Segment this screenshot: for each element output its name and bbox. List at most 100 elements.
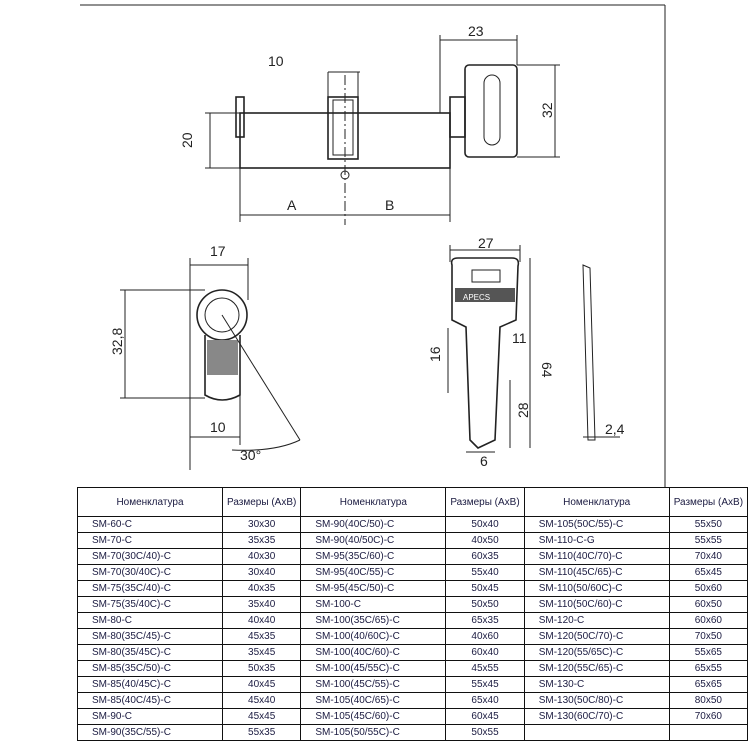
- model-name: SM-95(45C/50)-C: [300, 580, 447, 597]
- model-size: 40x35: [221, 580, 302, 597]
- model-name: SM-120(55C/65)-C: [523, 660, 670, 677]
- model-size: 45x35: [221, 628, 302, 645]
- model-name: SM-60-C: [77, 516, 223, 533]
- model-name: SM-130(60C/70)-C: [523, 708, 670, 725]
- model-size: 60x35: [445, 548, 525, 565]
- label-a: A: [287, 197, 297, 213]
- model-size: 35x40: [221, 596, 302, 613]
- dim-28: 28: [515, 402, 531, 418]
- model-name: SM-85(40C/45)-C: [77, 692, 223, 709]
- dim-2-4: 2,4: [605, 421, 625, 437]
- header-name: Номенклатура: [523, 487, 670, 517]
- model-size: 40x40: [221, 612, 302, 629]
- model-size: 65x40: [445, 692, 525, 709]
- model-name: SM-110-C-G: [523, 532, 670, 549]
- model-name: [523, 724, 670, 741]
- model-size: 55x40: [445, 564, 525, 581]
- model-name: SM-75(35/40C)-C: [77, 596, 223, 613]
- model-name: SM-110(50C/60)-C: [523, 596, 670, 613]
- model-size: 40x30: [221, 548, 302, 565]
- dim-17: 17: [210, 243, 226, 259]
- key-brand: APECS: [463, 293, 490, 302]
- model-size: 50x40: [445, 516, 525, 533]
- model-size: 65x35: [445, 612, 525, 629]
- model-size: [668, 724, 749, 741]
- model-size: 60x60: [668, 612, 749, 629]
- model-size: 40x45: [221, 676, 302, 693]
- dim-11: 11: [512, 330, 527, 346]
- model-name: SM-105(50/55C)-C: [300, 724, 447, 741]
- model-size: 65x55: [668, 660, 749, 677]
- dim-32: 32: [539, 102, 555, 118]
- model-name: SM-80(35C/45)-C: [77, 628, 223, 645]
- model-size: 50x35: [221, 660, 302, 677]
- header-name: Номенклатура: [300, 487, 447, 517]
- model-name: SM-120(55/65C)-C: [523, 644, 670, 661]
- model-name: SM-110(40C/70)-C: [523, 548, 670, 565]
- model-size: 55x55: [668, 532, 749, 549]
- label-b: B: [385, 197, 394, 213]
- model-size: 55x50: [668, 516, 749, 533]
- model-size: 55x35: [221, 724, 302, 741]
- angle-30: 30°: [240, 447, 261, 463]
- model-name: SM-95(40C/55)-C: [300, 564, 447, 581]
- cylinder-top-view: [205, 35, 560, 225]
- header-size: Размеры (AxB): [221, 487, 302, 517]
- model-name: SM-85(40/45C)-C: [77, 676, 223, 693]
- model-name: SM-95(35C/60)-C: [300, 548, 447, 565]
- model-name: SM-120(50C/70)-C: [523, 628, 670, 645]
- model-name: SM-100(45C/55)-C: [300, 676, 447, 693]
- model-size: 60x45: [445, 708, 525, 725]
- model-size: 80x50: [668, 692, 749, 709]
- model-size: 55x45: [445, 676, 525, 693]
- model-name: SM-90-C: [77, 708, 223, 725]
- model-size: 55x65: [668, 644, 749, 661]
- model-name: SM-70(30C/40)-C: [77, 548, 223, 565]
- model-size: 45x40: [221, 692, 302, 709]
- model-name: SM-105(50C/55)-C: [523, 516, 670, 533]
- dim-20: 20: [179, 132, 195, 148]
- model-name: SM-90(35C/55)-C: [77, 724, 223, 741]
- model-size: 35x35: [221, 532, 302, 549]
- model-size: 35x45: [221, 644, 302, 661]
- model-name: SM-90(40C/50)-C: [300, 516, 447, 533]
- model-size: 40x50: [445, 532, 525, 549]
- model-name: SM-100(40C/60)-C: [300, 644, 447, 661]
- model-size: 50x55: [445, 724, 525, 741]
- header-name: Номенклатура: [77, 487, 223, 517]
- dim-6: 6: [480, 453, 488, 469]
- model-name: SM-100(40/60C)-C: [300, 628, 447, 645]
- model-name: SM-75(35C/40)-C: [77, 580, 223, 597]
- cylinder-side-view: [120, 258, 301, 470]
- model-name: SM-90(40/50C)-C: [300, 532, 447, 549]
- model-name: SM-110(50/60C)-C: [523, 580, 670, 597]
- model-size: 45x45: [221, 708, 302, 725]
- header-size: Размеры (AxB): [668, 487, 749, 517]
- model-size: 65x45: [668, 564, 749, 581]
- model-name: SM-85(35C/50)-C: [77, 660, 223, 677]
- model-name: SM-100-C: [300, 596, 447, 613]
- model-size: 50x50: [445, 596, 525, 613]
- model-size: 70x60: [668, 708, 749, 725]
- model-size: 70x40: [668, 548, 749, 565]
- dim-27: 27: [478, 235, 494, 251]
- model-size: 70x50: [668, 628, 749, 645]
- model-size: 50x45: [445, 580, 525, 597]
- dim-32-8: 32,8: [109, 328, 125, 355]
- model-name: SM-100(35C/65)-C: [300, 612, 447, 629]
- model-size: 50x60: [668, 580, 749, 597]
- model-size: 45x55: [445, 660, 525, 677]
- dim-23: 23: [468, 23, 484, 39]
- model-name: SM-105(40C/65)-C: [300, 692, 447, 709]
- model-name: SM-105(45C/60)-C: [300, 708, 447, 725]
